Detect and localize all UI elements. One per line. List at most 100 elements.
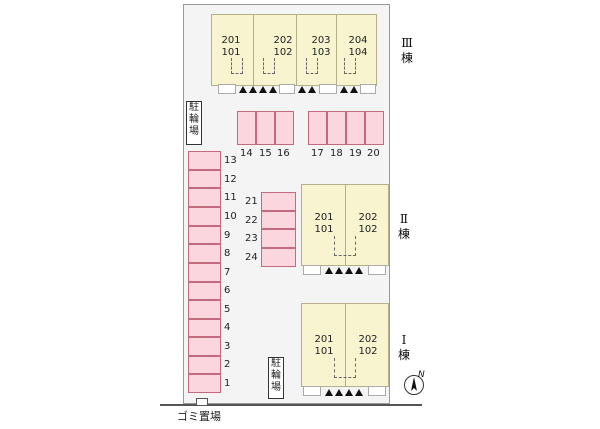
parking-space-14 xyxy=(237,111,256,145)
parking-space-3 xyxy=(188,337,221,356)
road-line xyxy=(160,404,422,406)
parking-label: 5 xyxy=(224,304,231,315)
entrance-box xyxy=(368,265,386,275)
parking-space-24 xyxy=(261,248,296,267)
unit-upper-label: 201 xyxy=(314,212,334,223)
parking-label: 22 xyxy=(245,215,258,226)
parking-label: 16 xyxy=(277,148,290,159)
parking-label: 3 xyxy=(224,341,231,352)
entrance-box xyxy=(279,84,295,94)
building-3-numeral: Ⅲ xyxy=(401,36,413,50)
parking-space-8 xyxy=(188,244,221,263)
parking-space-18 xyxy=(327,111,346,145)
unit-upper-label: 201 xyxy=(314,334,334,345)
building-3-name: Ⅲ 棟 xyxy=(398,36,416,66)
parking-label: 20 xyxy=(367,148,380,159)
north-label: N xyxy=(418,370,425,380)
stairway xyxy=(306,58,318,74)
parking-label: 2 xyxy=(224,359,231,370)
garbage-label: ゴミ置場 xyxy=(177,410,221,423)
parking-space-4 xyxy=(188,319,221,337)
entrance-box xyxy=(303,265,321,275)
building-1-numeral: Ⅰ xyxy=(401,333,407,347)
parking-space-6 xyxy=(188,282,221,300)
parking-label: 24 xyxy=(245,252,258,263)
parking-space-1 xyxy=(188,374,221,393)
parking-space-10 xyxy=(188,207,221,226)
bike-char: 駐 xyxy=(189,102,199,113)
unit-lower-label: 102 xyxy=(358,346,378,357)
bike-char: 駐 xyxy=(271,358,281,369)
unit-divider xyxy=(345,184,346,266)
entrance-marker xyxy=(249,86,257,93)
parking-label: 9 xyxy=(224,230,231,241)
parking-label: 6 xyxy=(224,285,231,296)
building-2-name: Ⅱ 棟 xyxy=(395,212,413,242)
parking-space-20 xyxy=(365,111,384,145)
entrance-marker xyxy=(325,267,333,274)
parking-label: 1 xyxy=(224,378,231,389)
parking-label: 11 xyxy=(224,192,237,203)
unit-upper-label: 203 xyxy=(311,35,331,46)
parking-space-12 xyxy=(188,170,221,188)
unit-lower-label: 104 xyxy=(348,47,368,58)
parking-label: 10 xyxy=(224,211,237,222)
entrance-marker xyxy=(355,389,363,396)
unit-divider xyxy=(345,303,346,387)
building-1-name: Ⅰ 棟 xyxy=(395,333,413,363)
unit-upper-label: 204 xyxy=(348,35,368,46)
entrance-box xyxy=(360,84,376,94)
entrance-marker xyxy=(345,267,353,274)
north-arrow-icon xyxy=(404,375,424,395)
entrance-marker xyxy=(308,86,316,93)
unit-lower-label: 102 xyxy=(273,47,293,58)
stairway xyxy=(231,58,243,74)
unit-upper-label: 202 xyxy=(358,212,378,223)
parking-label: 19 xyxy=(349,148,362,159)
bicycle-parking-label: 駐 輪 場 xyxy=(186,101,202,145)
stairway xyxy=(334,358,356,378)
unit-lower-label: 102 xyxy=(358,224,378,235)
entrance-marker xyxy=(350,86,358,93)
parking-space-13 xyxy=(188,151,221,170)
parking-space-5 xyxy=(188,300,221,319)
entrance-box xyxy=(368,386,386,396)
stairway xyxy=(334,236,356,256)
entrance-box xyxy=(218,84,236,94)
unit-upper-label: 201 xyxy=(221,35,241,46)
parking-space-17 xyxy=(308,111,327,145)
unit-divider xyxy=(336,14,337,86)
entrance-marker xyxy=(340,86,348,93)
parking-space-16 xyxy=(275,111,294,145)
unit-lower-label: 101 xyxy=(314,346,334,357)
parking-label: 12 xyxy=(224,174,237,185)
unit-lower-label: 103 xyxy=(311,47,331,58)
bicycle-parking-label: 駐 輪 場 xyxy=(268,357,284,399)
parking-label: 7 xyxy=(224,267,231,278)
entrance-box xyxy=(319,84,337,94)
parking-space-9 xyxy=(188,226,221,244)
entrance-marker xyxy=(298,86,306,93)
entrance-marker xyxy=(335,389,343,396)
building-2-numeral: Ⅱ xyxy=(399,212,409,226)
entrance-marker xyxy=(335,267,343,274)
parking-label: 13 xyxy=(224,155,237,166)
parking-space-19 xyxy=(346,111,365,145)
entrance-marker xyxy=(355,267,363,274)
parking-space-7 xyxy=(188,263,221,282)
parking-label: 15 xyxy=(259,148,272,159)
parking-label: 21 xyxy=(245,196,258,207)
parking-space-2 xyxy=(188,356,221,374)
parking-label: 23 xyxy=(245,233,258,244)
entrance-marker xyxy=(269,86,277,93)
bike-char: 輪 xyxy=(189,114,199,125)
parking-space-23 xyxy=(261,229,296,248)
parking-space-22 xyxy=(261,211,296,229)
entrance-marker xyxy=(259,86,267,93)
unit-divider xyxy=(296,14,297,86)
entrance-box xyxy=(303,386,321,396)
garbage-box xyxy=(196,398,208,406)
entrance-marker xyxy=(325,389,333,396)
parking-space-15 xyxy=(256,111,275,145)
parking-label: 14 xyxy=(240,148,253,159)
